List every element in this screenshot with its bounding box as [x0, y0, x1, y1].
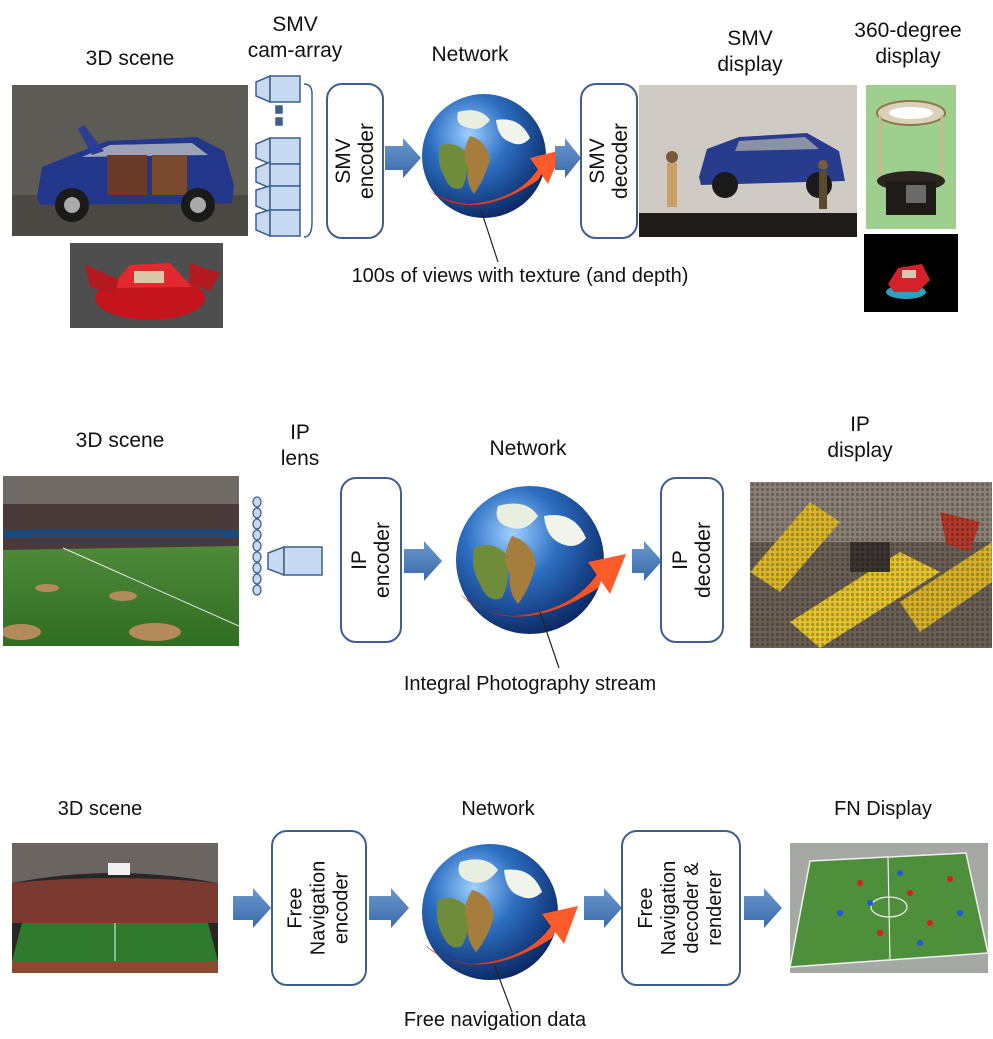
row2-ip-lens-label: IP lens [280, 421, 320, 470]
row3-scene-label: 3D scene [57, 798, 143, 820]
row1-red-car-image [70, 243, 223, 328]
row3-network-label: Network [461, 798, 535, 820]
row2-ip-display-label: IP display [827, 413, 893, 462]
row3-fn-display-label: FN Display [834, 798, 932, 820]
row3-caption: Free navigation data [403, 1009, 587, 1031]
row1-360-display-image [866, 85, 956, 229]
row1-smv-decoder-label: SMV decoder [586, 123, 632, 199]
row3-fn-decoder-box: Free Navigation decoder & renderer [621, 830, 741, 986]
row1-360-display-label: 360-degree display [854, 19, 962, 68]
row1-scene-label: 3D scene [85, 47, 175, 70]
row3-arrow-4 [744, 888, 782, 928]
row2-ip-display-image [750, 482, 992, 648]
row2-ip-decoder-label: IP decoder [669, 522, 715, 598]
row1-network-label: Network [431, 43, 509, 66]
row3-arrow-1 [233, 888, 271, 928]
row2-camera-icon [267, 545, 323, 577]
row2-arrow-2 [632, 541, 662, 581]
row1-arrow-1 [385, 138, 421, 178]
row3-fn-display-image [790, 843, 988, 973]
row3-arrow-2 [369, 888, 409, 928]
row1-smv-display-label: SMV display [717, 27, 783, 76]
row2-network-label: Network [489, 437, 567, 460]
row2-caption: Integral Photography stream [403, 673, 657, 695]
row2-arrow-1 [404, 541, 442, 581]
row1-360-car-image [864, 234, 958, 312]
row3-fn-decoder-label: Free Navigation decoder & renderer [635, 860, 726, 956]
row1-car-scene-image [12, 85, 248, 236]
row1-smv-decoder-box: SMV decoder [580, 83, 638, 239]
row1-network-globe-icon [422, 94, 562, 218]
row3-fn-encoder-box: Free Navigation encoder [271, 830, 367, 986]
row3-stadium-scene-image [12, 843, 218, 973]
row3-network-globe-icon [422, 844, 578, 980]
row2-ip-encoder-box: IP encoder [340, 477, 402, 643]
row3-fn-encoder-label: Free Navigation encoder [284, 860, 353, 956]
row2-ip-encoder-label: IP encoder [348, 522, 394, 598]
row1-cam-array-label: SMV cam-array [247, 13, 343, 62]
row2-stadium-scene-image [3, 476, 239, 646]
row2-scene-label: 3D scene [75, 429, 165, 452]
row1-smv-display-image [639, 85, 857, 237]
row2-network-globe-icon [456, 486, 626, 634]
row1-camera-array [252, 72, 322, 242]
row2-ip-lens-array [252, 496, 262, 596]
row1-smv-encoder-label: SMV encoder [332, 123, 378, 199]
row1-caption: 100s of views with texture (and depth) [351, 265, 689, 287]
row1-smv-encoder-box: SMV encoder [326, 83, 384, 239]
row3-arrow-3 [584, 888, 622, 928]
row1-arrow-2 [555, 138, 581, 178]
row2-ip-decoder-box: IP decoder [660, 477, 724, 643]
